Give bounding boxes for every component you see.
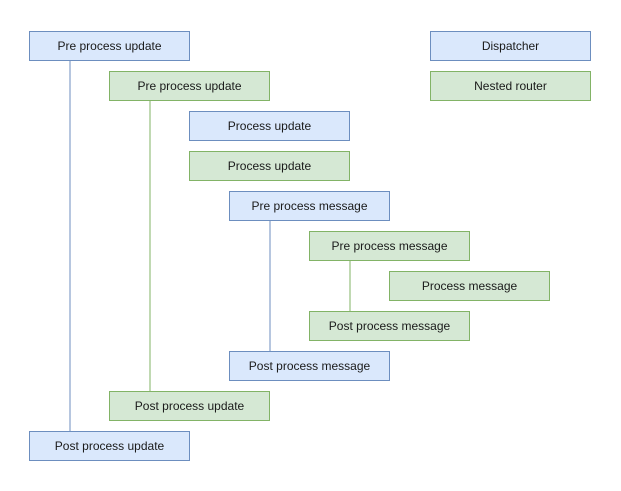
node-7[interactable]: Process message bbox=[389, 271, 550, 301]
node-4[interactable]: Process update bbox=[189, 151, 350, 181]
node-5[interactable]: Pre process message bbox=[229, 191, 390, 221]
node-8[interactable]: Post process message bbox=[309, 311, 470, 341]
node-10[interactable]: Post process update bbox=[109, 391, 270, 421]
legend-nested-router[interactable]: Nested router bbox=[430, 71, 591, 101]
node-6[interactable]: Pre process message bbox=[309, 231, 470, 261]
node-8-label: Post process message bbox=[328, 319, 451, 333]
node-4-label: Process update bbox=[227, 159, 312, 173]
node-6-label: Pre process message bbox=[331, 239, 448, 253]
node-11[interactable]: Post process update bbox=[29, 431, 190, 461]
node-3-label: Process update bbox=[227, 119, 312, 133]
legend-dispatcher-label: Dispatcher bbox=[481, 39, 540, 53]
node-11-label: Post process update bbox=[54, 439, 165, 453]
node-2[interactable]: Pre process update bbox=[109, 71, 270, 101]
legend-nested-router-label: Nested router bbox=[474, 79, 547, 93]
node-9-label: Post process message bbox=[248, 359, 371, 373]
node-2-label: Pre process update bbox=[137, 79, 242, 93]
legend-dispatcher[interactable]: Dispatcher bbox=[430, 31, 591, 61]
node-1-label: Pre process update bbox=[57, 39, 162, 53]
node-9[interactable]: Post process message bbox=[229, 351, 390, 381]
node-10-label: Post process update bbox=[134, 399, 245, 413]
node-7-label: Process message bbox=[421, 279, 518, 293]
node-1[interactable]: Pre process update bbox=[29, 31, 190, 61]
node-5-label: Pre process message bbox=[251, 199, 368, 213]
node-3[interactable]: Process update bbox=[189, 111, 350, 141]
